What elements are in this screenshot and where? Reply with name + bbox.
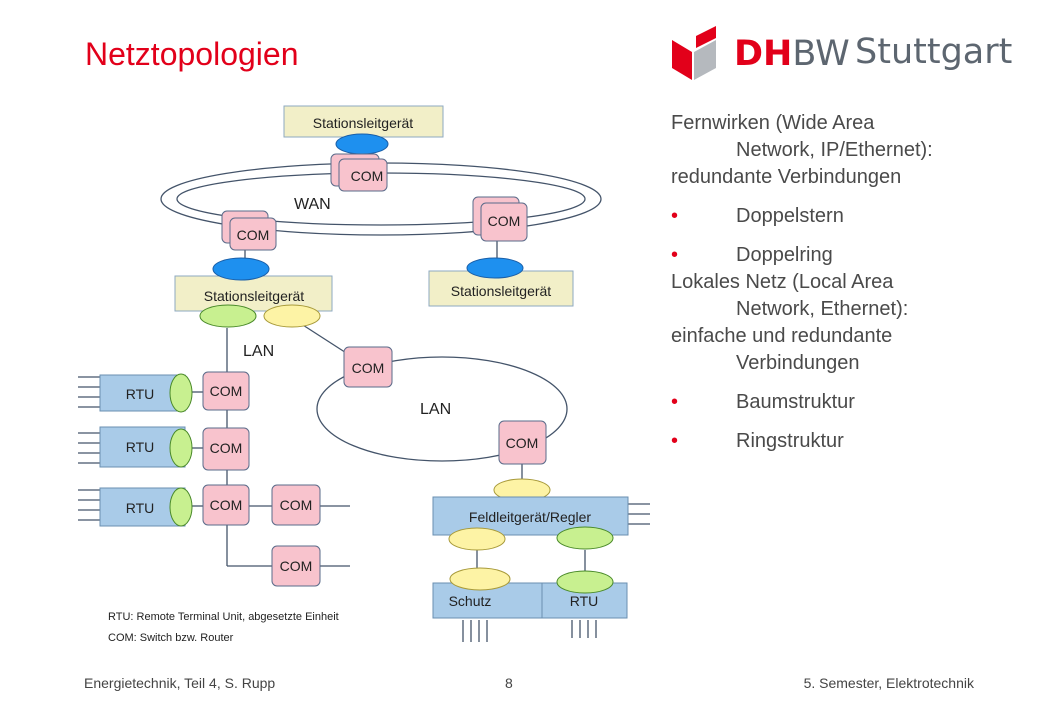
lan-heading: Lokales Netz (Local Area Network, Ethern… xyxy=(671,271,909,320)
com-tree-4-label: COM xyxy=(280,497,313,513)
wan-heading: Fernwirken (Wide Area Network, IP/Ethern… xyxy=(671,112,933,161)
com-wan-right xyxy=(480,202,528,242)
rtu-3-label: RTU xyxy=(126,500,155,516)
com-tree-3-label: COM xyxy=(210,497,243,513)
page-number: 8 xyxy=(505,675,513,691)
rtu-1-label: RTU xyxy=(126,386,155,402)
com-lan-bottom xyxy=(498,420,547,465)
port-green-field-right xyxy=(556,526,614,550)
station-left xyxy=(174,275,333,312)
station-top xyxy=(283,105,444,138)
com-tree-1 xyxy=(202,371,250,411)
com-tree-2 xyxy=(202,427,250,471)
rtu-1-port xyxy=(169,373,193,413)
text-panel: Fernwirken (Wide Area Network, IP/Ethern… xyxy=(671,110,1001,455)
com-tree-3 xyxy=(202,484,250,526)
port-yellow-field-left xyxy=(448,527,506,551)
field-device-label: Feldleitgerät/Regler xyxy=(469,509,592,525)
station-right xyxy=(428,270,574,307)
bullet-baumstruktur: •Baumstruktur xyxy=(671,391,855,413)
dhbw-logo-icon xyxy=(672,26,716,80)
port-blue-top xyxy=(335,133,389,155)
rtu-bottom-label: RTU xyxy=(570,593,599,609)
port-green-station xyxy=(199,304,257,328)
logo-brand: DHBW xyxy=(734,34,850,74)
com-lan-top xyxy=(343,346,393,388)
port-blue-left xyxy=(212,257,270,281)
footer-left: Energietechnik, Teil 4, S. Rupp xyxy=(84,675,276,691)
com-lan-top-label: COM xyxy=(352,360,385,376)
com-tree-1-label: COM xyxy=(210,383,243,399)
com-top xyxy=(338,158,388,192)
com-wan-right-label: COM xyxy=(488,213,521,229)
com-tree-2-label: COM xyxy=(210,440,243,456)
bullet-ringstruktur: •Ringstruktur xyxy=(671,430,844,452)
com-tree-4 xyxy=(271,484,321,526)
wan-subheading: redundante Verbindungen xyxy=(671,166,902,188)
com-wan-left xyxy=(229,217,277,251)
lan-ring-label: LAN xyxy=(420,401,451,418)
legend-rtu: RTU: Remote Terminal Unit, abgesetzte Ei… xyxy=(108,611,339,623)
lan-subheading: einfache und redundante Verbindungen xyxy=(671,325,893,374)
rtu-2-port xyxy=(169,428,193,468)
station-right-label: Stationsleitgerät xyxy=(451,283,552,299)
lan-ring xyxy=(316,356,568,462)
diagram-legend: RTU: Remote Terminal Unit, abgesetzte Ei… xyxy=(108,607,339,649)
com-top-label: COM xyxy=(351,168,384,184)
lan-tree-label: LAN xyxy=(243,343,274,360)
bullet-doppelstern: •Doppelstern xyxy=(671,205,844,227)
port-blue-right xyxy=(466,257,524,279)
rtu-3-port xyxy=(169,487,193,527)
com-tree-5 xyxy=(271,545,321,587)
port-yellow-station xyxy=(263,304,321,328)
schutz-label: Schutz xyxy=(449,593,492,609)
rtu-2-label: RTU xyxy=(126,439,155,455)
footer-right: 5. Semester, Elektrotechnik xyxy=(803,675,974,691)
station-top-label: Stationsleitgerät xyxy=(313,115,414,131)
bullet-doppelring: •Doppelring xyxy=(671,244,833,266)
station-left-label: Stationsleitgerät xyxy=(204,288,305,304)
port-yellow-schutz xyxy=(449,567,511,591)
com-tree-5-label: COM xyxy=(280,558,313,574)
com-lan-bottom-label: COM xyxy=(506,435,539,451)
port-green-rtu-bottom xyxy=(556,570,614,594)
legend-com: COM: Switch bzw. Router xyxy=(108,632,234,644)
logo-city: Stuttgart xyxy=(855,32,1013,72)
wan-label: WAN xyxy=(294,196,331,213)
page-title: Netztopologien xyxy=(85,36,299,72)
com-wan-left-label: COM xyxy=(237,227,270,243)
